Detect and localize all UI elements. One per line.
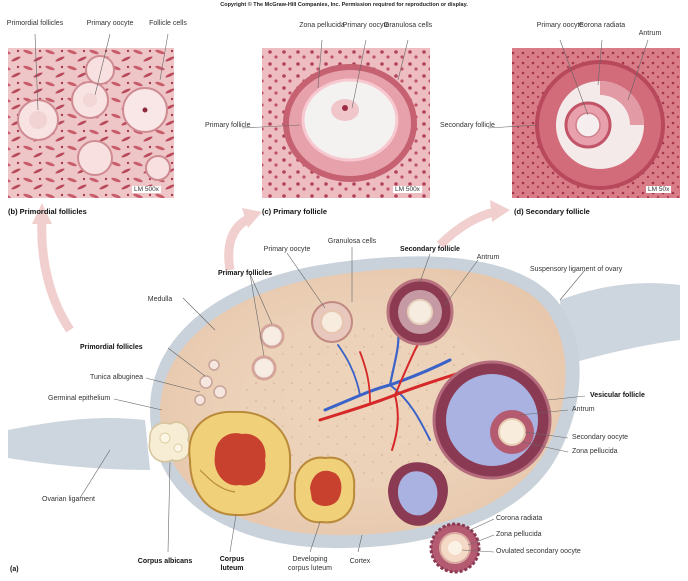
vesicular-follicle-drawing — [434, 362, 550, 478]
label-secondary-follicle: Secondary follicle — [400, 246, 460, 254]
corpus-luteum-drawing — [189, 412, 290, 515]
scale-bar-b: LM 500x — [132, 186, 161, 193]
ovarian-ligament — [8, 418, 150, 470]
corpus-albicans-drawing — [149, 422, 189, 462]
label-antrum-d: Antrum — [639, 30, 662, 38]
label-secondary-oocyte: Secondary oocyte — [572, 434, 628, 442]
label-follicle-cells-b: Follicle cells — [149, 20, 187, 28]
secondary-follicle-drawing — [388, 280, 452, 344]
arrow-to-panel-d — [440, 212, 495, 245]
label-corpus-albicans: Corpus albicans — [138, 558, 192, 566]
panel-letter-a: (a) — [10, 566, 19, 574]
ovulated-oocyte-drawing — [431, 524, 479, 572]
label-germinal-epithelium: Germinal epithelium — [48, 395, 110, 403]
label-primary-oocyte-c: Primary oocyte — [343, 22, 390, 30]
caption-panel-b: (b) Primordial follicles — [8, 207, 87, 216]
micrograph-panel-d — [512, 48, 680, 198]
label-medulla: Medulla — [148, 296, 173, 304]
label-primary-oocyte-d: Primary oocyte — [537, 22, 584, 30]
label-granulosa-cells: Granulosa cells — [328, 238, 376, 246]
scale-bar-d: LM 50x — [646, 186, 671, 193]
micrograph-panel-b — [8, 48, 174, 198]
label-zona-pellucida-right: Zona pellucida — [572, 448, 618, 456]
caption-panel-c: (c) Primary follicle — [262, 207, 327, 216]
label-zona-pellucida-bottom: Zona pellucida — [496, 531, 542, 539]
label-ovarian-ligament: Ovarian ligament — [42, 496, 95, 504]
label-secondary-follicle-d: Secondary follicle — [440, 122, 486, 130]
label-ovulated-secondary-oocyte: Ovulated secondary oocyte — [496, 548, 581, 556]
label-corona-radiata-d: Corona radiata — [579, 22, 625, 30]
micrograph-panel-c — [262, 48, 430, 198]
scale-bar-c: LM 500x — [393, 186, 422, 193]
label-zona-pellucida-c: Zona pellucida — [299, 22, 345, 30]
label-primary-follicle-c: Primary follicle — [205, 122, 241, 130]
label-granulosa-cells-c: Granulosa cells — [384, 22, 432, 30]
label-primordial-follicles-b: Primordial follicles — [7, 20, 63, 28]
label-developing-cl-line2: corpus luteum — [288, 565, 332, 573]
label-suspensory-ligament: Suspensory ligament of ovary — [530, 266, 622, 274]
label-corpus-luteum-line1: Corpus — [220, 556, 245, 564]
arrow-to-panel-c — [229, 218, 250, 270]
label-tunica-albuginea: Tunica albuginea — [90, 374, 143, 382]
label-cortex: Cortex — [350, 558, 371, 566]
label-corona-radiata: Corona radiata — [496, 515, 542, 523]
label-primary-oocyte: Primary oocyte — [264, 246, 311, 254]
developing-corpus-luteum-drawing — [295, 458, 354, 523]
label-primary-follicles: Primary follicles — [218, 270, 272, 278]
caption-panel-d: (d) Secondary follicle — [514, 207, 590, 216]
label-antrum-top: Antrum — [477, 254, 500, 262]
label-primary-oocyte-b: Primary oocyte — [87, 20, 134, 28]
label-vesicular-follicle: Vesicular follicle — [590, 392, 645, 400]
arrow-to-panel-b — [42, 220, 70, 330]
label-antrum-right: Antrum — [572, 406, 595, 414]
label-developing-cl-line1: Developing — [292, 556, 327, 564]
label-primordial-follicles: Primordial follicles — [80, 344, 143, 352]
label-corpus-luteum-line2: luteum — [221, 565, 244, 573]
